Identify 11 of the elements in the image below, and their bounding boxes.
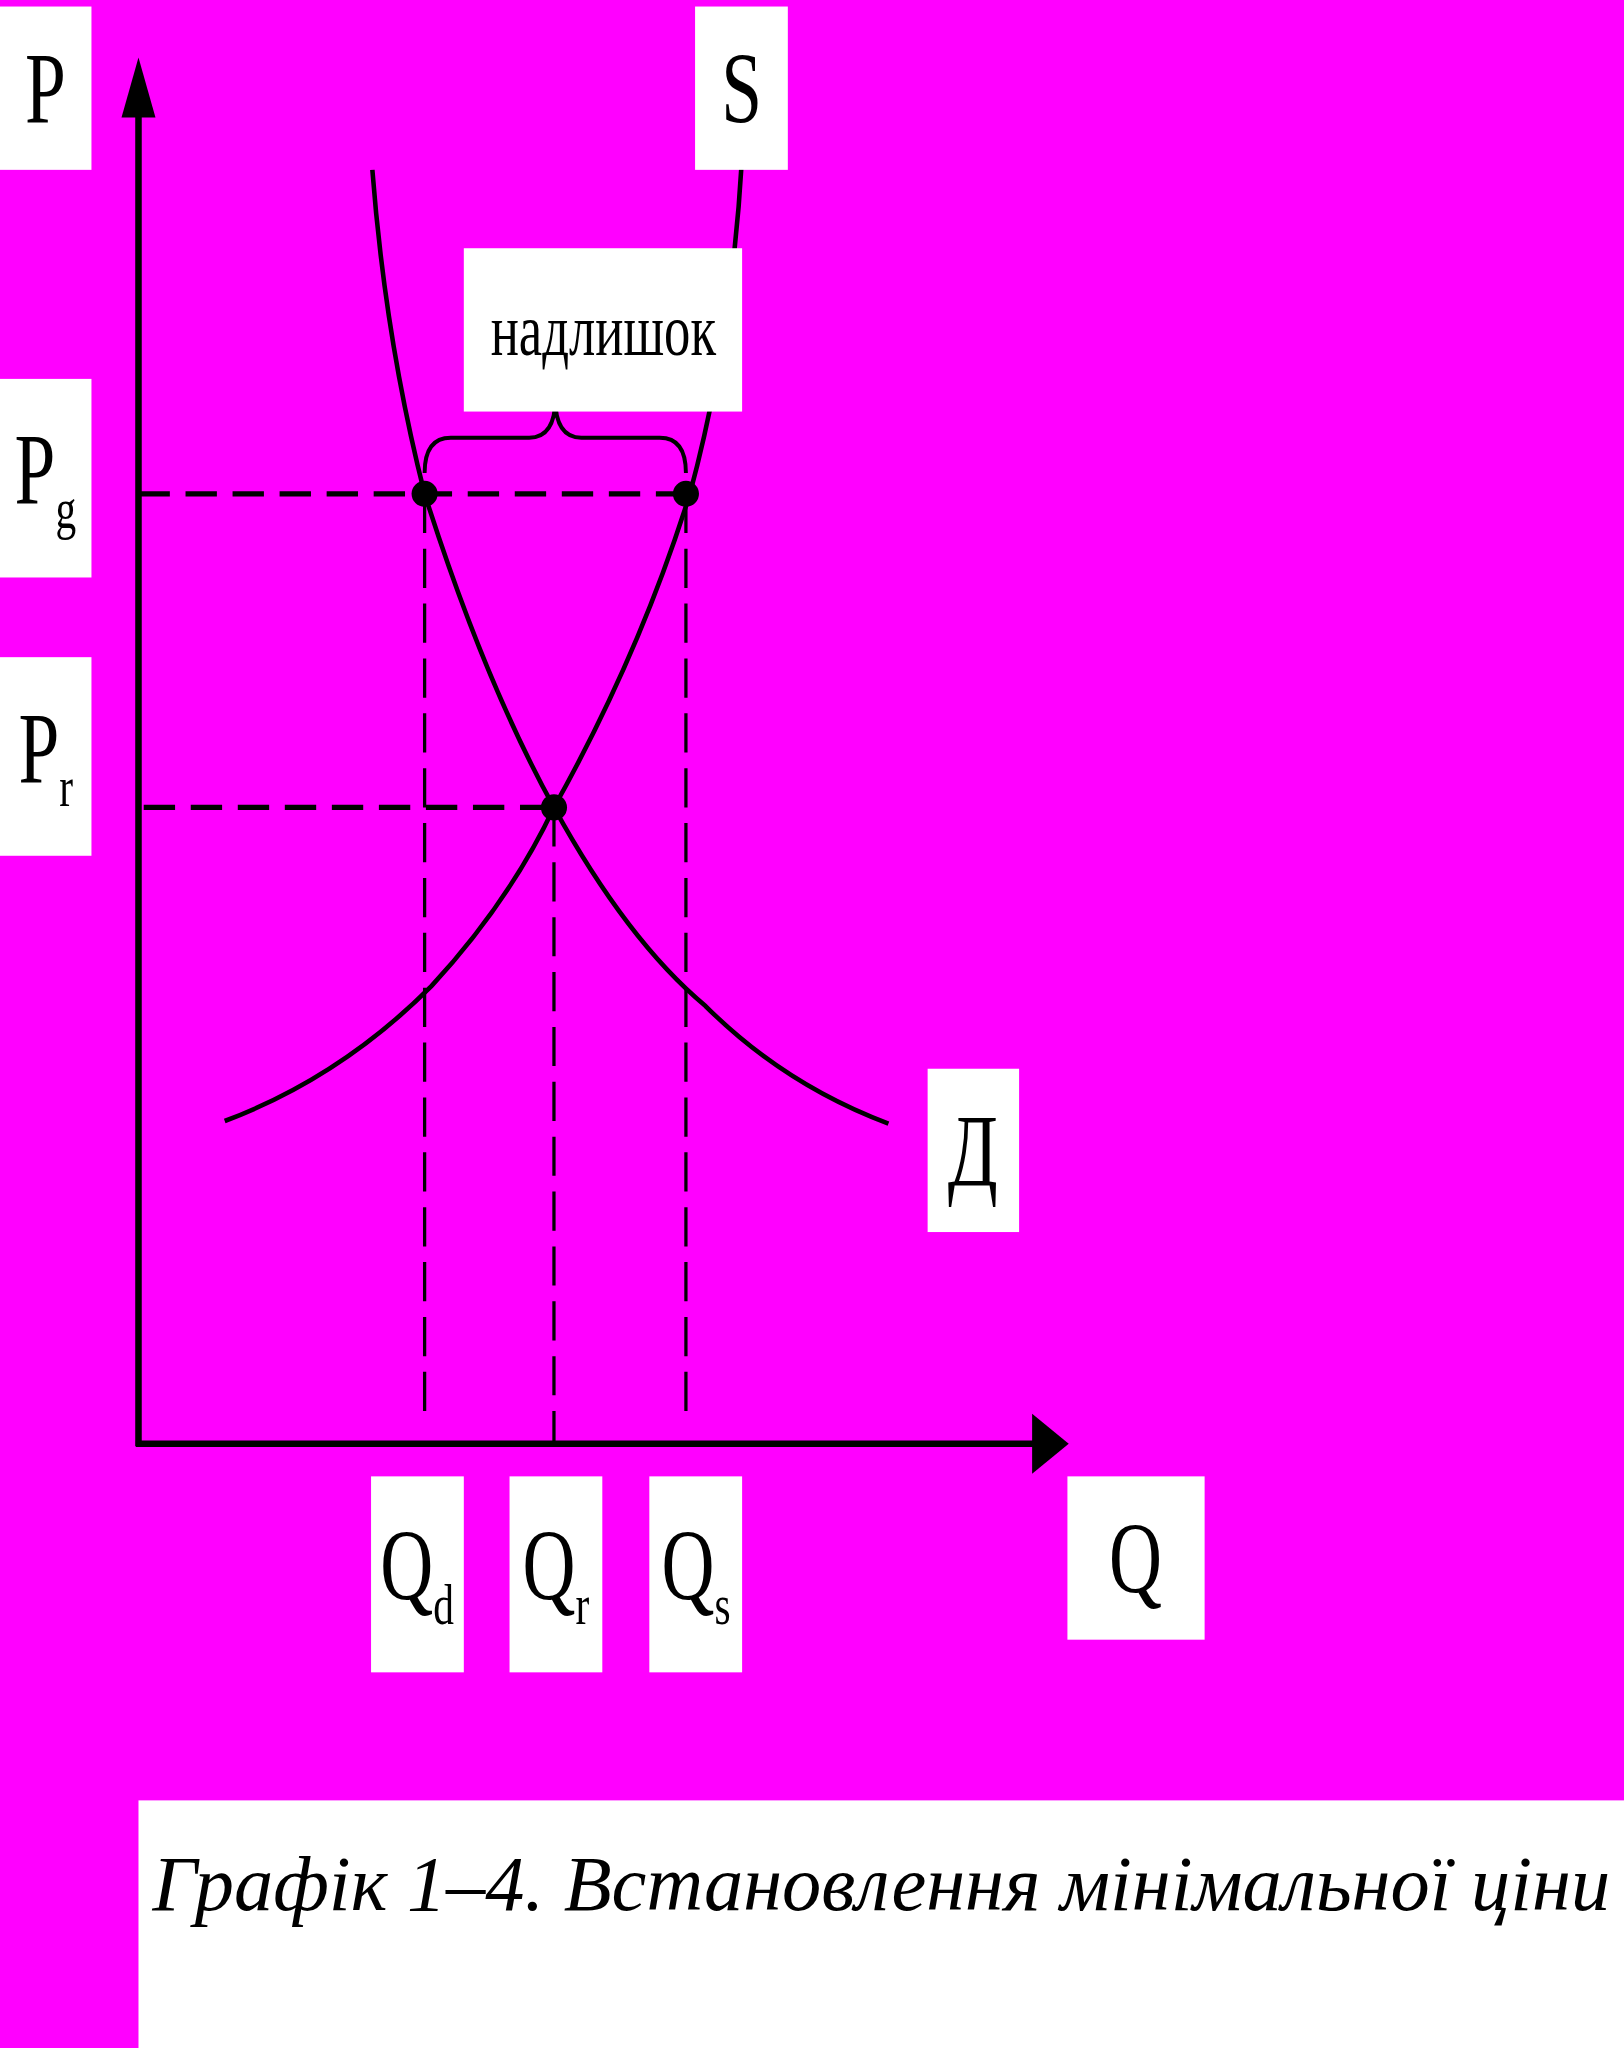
price-label: P$_{g}$	[0, 378, 92, 578]
quantity-label: Q$_{d}$	[371, 1476, 464, 1673]
axis-label: P	[0, 6, 92, 170]
surplus-label: надлишок	[463, 248, 743, 412]
curve-label: Д	[927, 1068, 1020, 1233]
curve-label: S	[695, 6, 788, 170]
quantity-label: Q$_{s}$	[649, 1476, 743, 1673]
caption: Графік 1–4. Встановлення мінімальної ціни	[138, 1800, 1624, 2048]
axis-label: Q	[1067, 1476, 1205, 1640]
price-label: P$_{r}$	[0, 657, 92, 856]
quantity-label: Q$_{r}$	[509, 1476, 603, 1673]
